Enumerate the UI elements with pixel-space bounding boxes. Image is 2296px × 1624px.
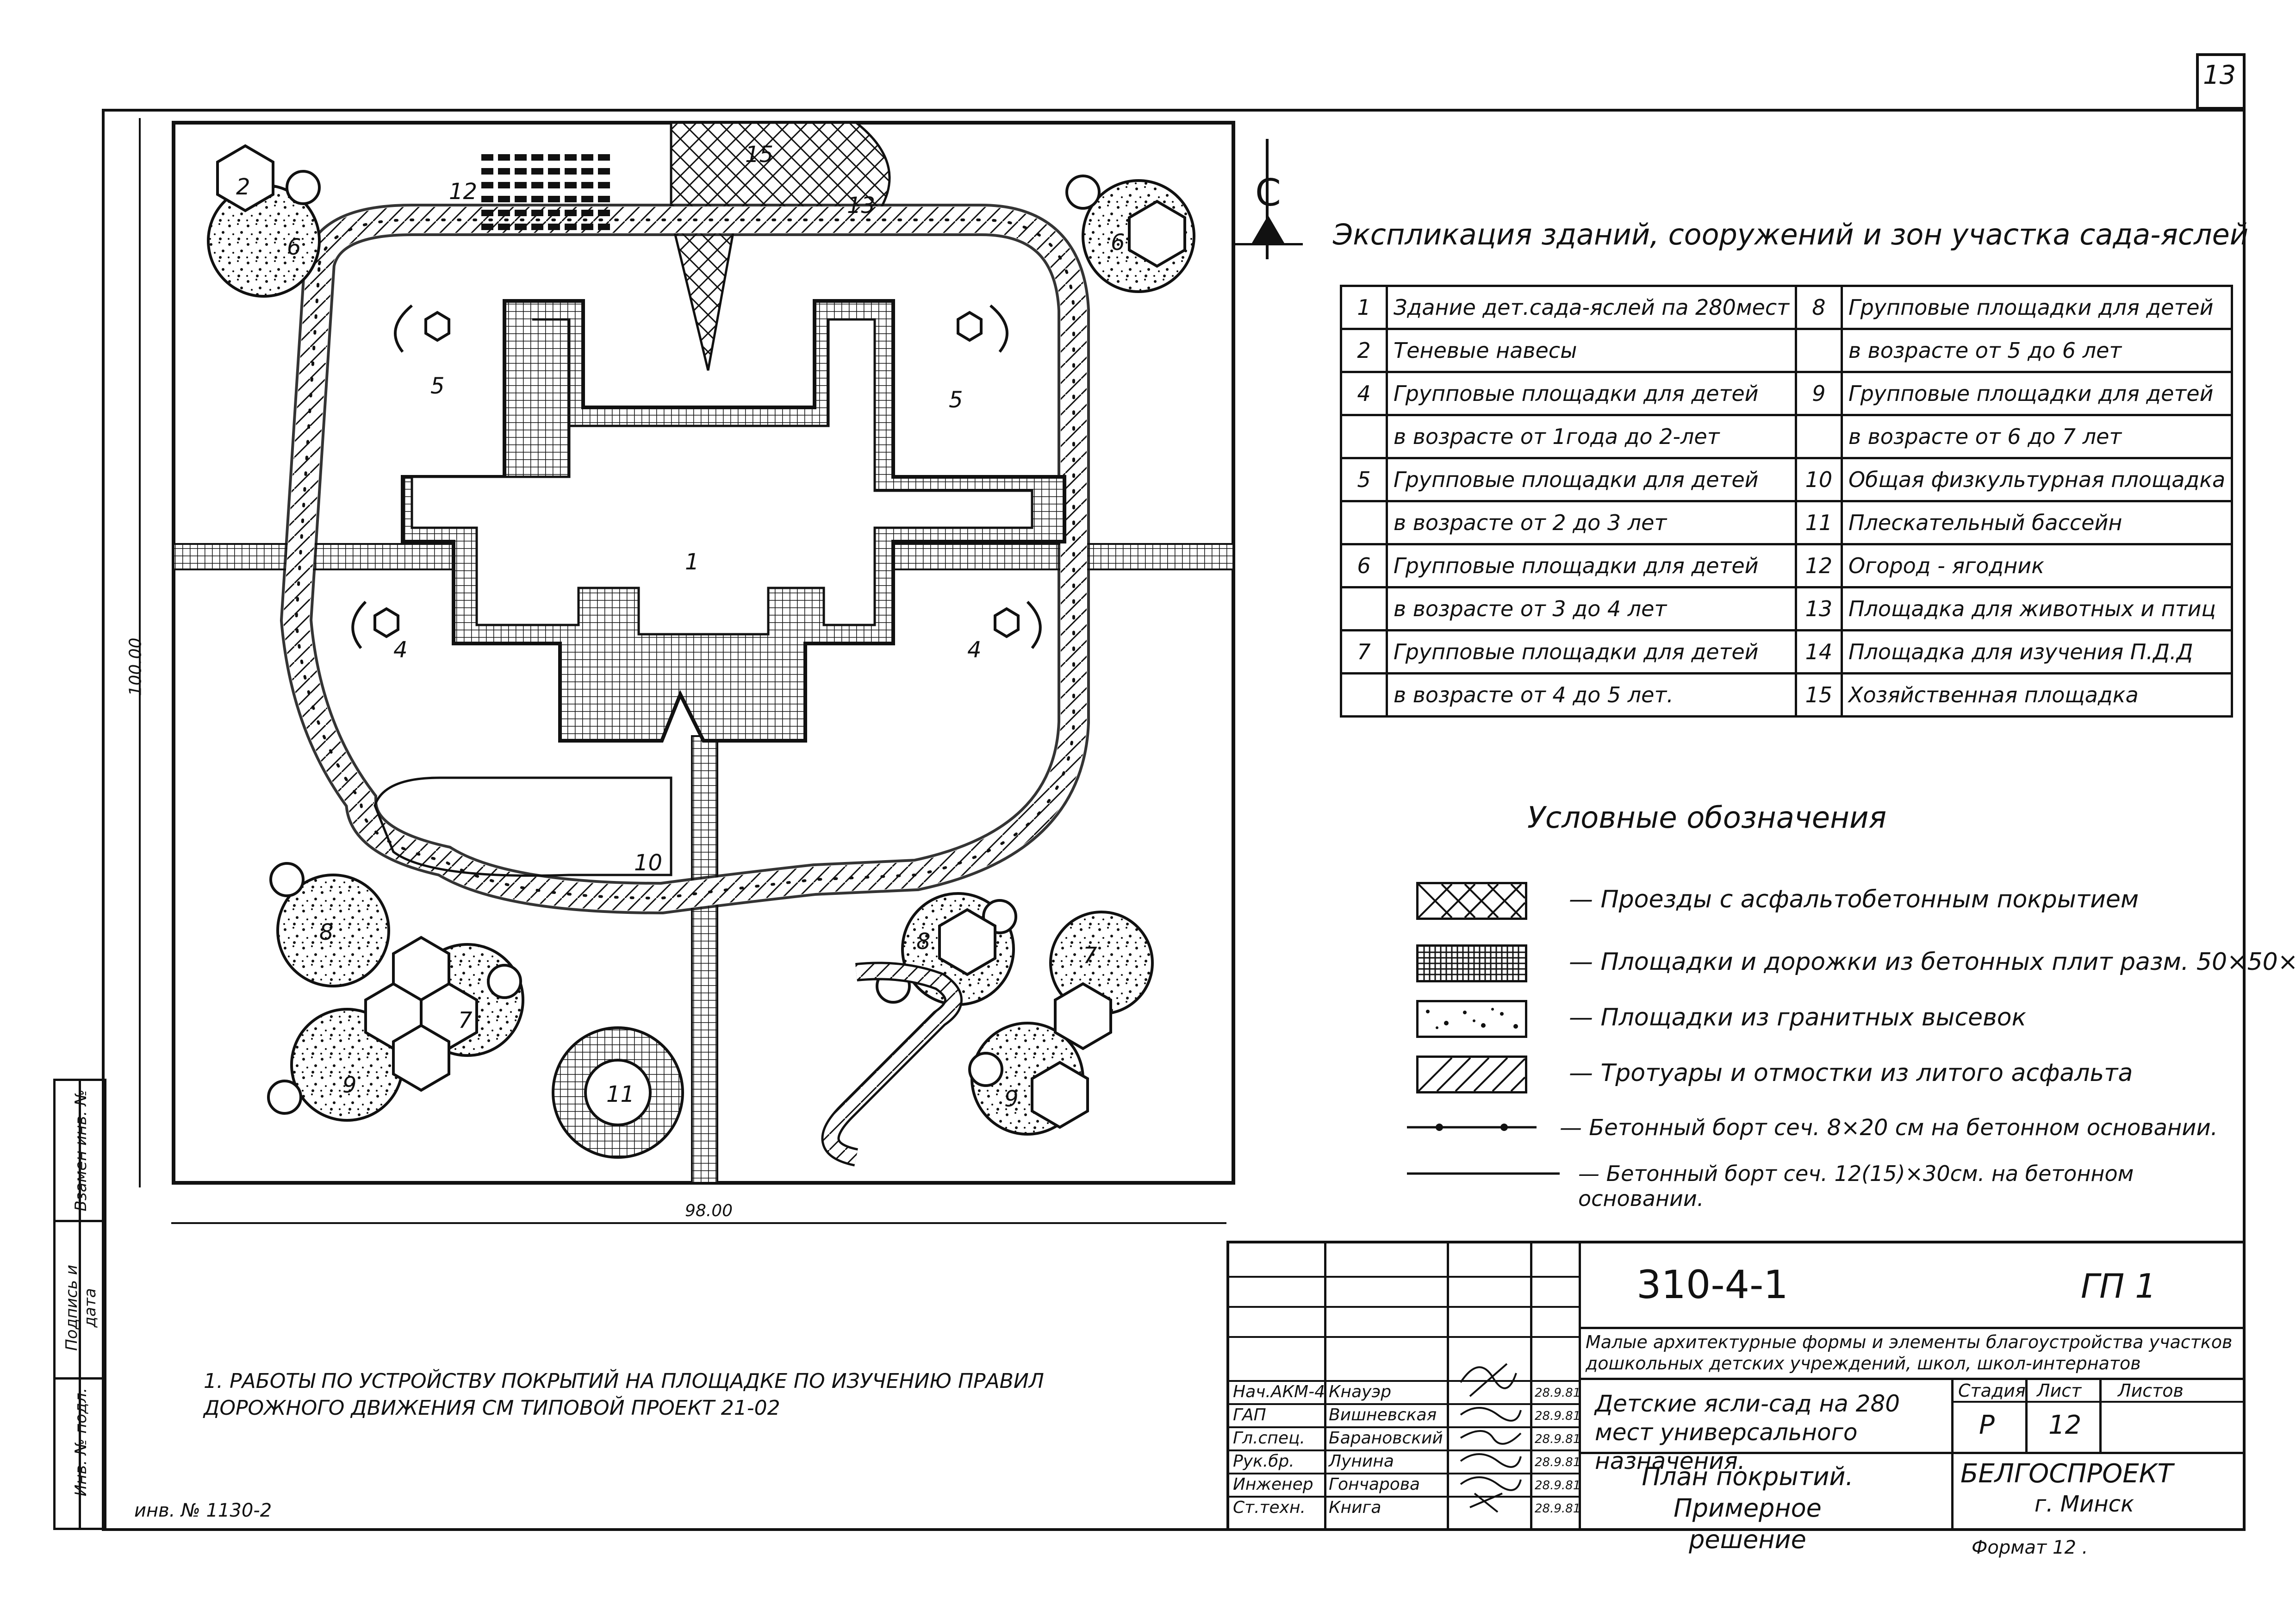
sheet-value: 12 <box>2048 1410 2082 1440</box>
format-label: Формат 12 . <box>1972 1537 2088 1558</box>
north-arrow-base <box>1233 243 1303 245</box>
table-row: в возрасте от 1года до 2-лет в возрасте … <box>1340 414 2234 459</box>
dim-horizontal-line <box>171 1222 1226 1224</box>
label-2: 2 <box>236 174 250 200</box>
table-row: 7 Групповые площадки для детей 14 Площад… <box>1340 629 2234 675</box>
legend-label: — Бетонный борт сеч. 12(15)×30см. на бет… <box>1578 1161 2134 1211</box>
table-row: 5 Групповые площадки для детей 10 Общая … <box>1340 457 2234 502</box>
sheet-number: 13 <box>2203 60 2236 90</box>
table-row: 2 Теневые навесы в возрасте от 5 до 6 ле… <box>1340 328 2234 373</box>
north-arrow <box>1266 139 1269 259</box>
explication-table: 1 Здание дет.сада-яслей па 280мест 8 Гру… <box>1340 285 2234 718</box>
label-12: 12 <box>449 179 477 205</box>
side-stamp-signature: Подпись и дата <box>62 1265 100 1351</box>
canopy-5-left <box>424 311 450 342</box>
label-13: 13 <box>847 193 875 219</box>
site-plan: 1 2 4 4 5 5 6 6 7 7 8 8 9 9 10 11 12 13 … <box>172 121 1235 1185</box>
side-stamp: Инв. № подл. Подпись и дата Взамен инв. … <box>53 1079 106 1530</box>
pool <box>584 1059 652 1126</box>
label-9-right: 9 <box>1004 1086 1019 1112</box>
series-title: Малые архитектурные формы и элементы бла… <box>1586 1332 2233 1374</box>
table-row: 4 Групповые площадки для детей 9 Группов… <box>1340 371 2234 416</box>
label-10: 10 <box>634 850 662 876</box>
signatures <box>1460 1363 1522 1513</box>
label-7-right: 7 <box>1083 943 1097 968</box>
drawing-frame <box>102 109 2246 1531</box>
dash-line-icon <box>1407 1172 1560 1175</box>
note: 1. Работы по устройству покрытий на площ… <box>204 1369 1044 1420</box>
legend-title: Условные обозначения <box>1527 801 1887 835</box>
sheet-header: Лист <box>2037 1380 2082 1401</box>
canopy-2-top-right <box>1128 200 1186 268</box>
label-1: 1 <box>685 549 699 575</box>
north-label: С <box>1255 171 1281 214</box>
table-row: в возрасте от 2 до 3 лет 11 Плескательны… <box>1340 500 2234 545</box>
diagonal-swatch-icon <box>1416 1056 1527 1093</box>
side-stamp-replace: Взамен инв. № <box>72 1089 90 1212</box>
playground-8-left <box>276 874 390 987</box>
drawing-name: План покрытий. Примерное решение <box>1642 1462 1854 1554</box>
legend-label: — Площадки из гранитных высевок <box>1569 1004 2026 1031</box>
explication-title: Экспликация зданий, сооружений и зон уча… <box>1333 218 2249 251</box>
label-5-left: 5 <box>430 373 445 399</box>
crosshatch-swatch-icon <box>1416 882 1527 920</box>
project-code: 310-4-1 <box>1636 1262 1788 1307</box>
label-9-left: 9 <box>342 1072 357 1098</box>
sheet-mark: ГП 1 <box>2081 1267 2156 1305</box>
canopy-2-right-bottom <box>1031 1061 1089 1129</box>
sports-ground <box>373 776 672 877</box>
label-8-right: 8 <box>916 929 931 955</box>
organization: БЕЛГОСПРОЕКТ <box>1960 1459 2173 1489</box>
dot-line-icon <box>1407 1124 1537 1131</box>
dots-swatch-icon <box>1416 1000 1527 1038</box>
inv-number: инв. № 1130-2 <box>134 1500 272 1521</box>
table-row: в возрасте от 3 до 4 лет 13 Площадка для… <box>1340 586 2234 631</box>
side-stamp-inv: Инв. № подл. <box>72 1387 90 1497</box>
label-6-right: 6 <box>1111 230 1125 256</box>
canopy-4-right <box>994 607 1020 638</box>
path-vertical <box>691 735 718 1184</box>
stage-header: Стадия <box>1958 1380 2026 1401</box>
label-15: 15 <box>745 142 773 168</box>
table-row: в возрасте от 4 до 5 лет. 15 Хозяйственн… <box>1340 672 2234 718</box>
label-4-left: 4 <box>393 637 408 663</box>
dim-height: 100.00 <box>126 637 145 696</box>
legend-label: — Бетонный борт сеч. 8×20 см на бетонном… <box>1560 1115 2218 1141</box>
label-6-left: 6 <box>287 234 301 260</box>
legend-label: — Площадки и дорожки из бетонных плит ра… <box>1569 948 2296 976</box>
canopy-2-right <box>938 908 996 976</box>
canopy-2-right-lower <box>1054 982 1112 1050</box>
city: г. Минск <box>2035 1491 2134 1517</box>
north-triangle-icon <box>1252 215 1284 243</box>
label-4-right: 4 <box>967 637 982 663</box>
label-5-right: 5 <box>949 387 963 413</box>
legend-label: — Тротуары и отмостки из литого асфальта <box>1569 1059 2133 1087</box>
object-name: Детские ясли-сад на 280 мест универсальн… <box>1595 1390 1900 1474</box>
canopy-5-right <box>957 311 983 342</box>
sheets-header: Листов <box>2118 1380 2184 1401</box>
canopy-4-left <box>373 607 399 638</box>
grid-swatch-icon <box>1416 944 1527 982</box>
label-7-left: 7 <box>458 1007 473 1033</box>
canopy-2-top-left <box>216 144 274 212</box>
title-block: Нач.АКМ-4 Кнауэр 28.9.81 ГАП Вишневская … <box>1226 1241 2246 1554</box>
label-11: 11 <box>606 1081 635 1107</box>
sheet-number-box <box>2196 53 2246 110</box>
table-row: 1 Здание дет.сада-яслей па 280мест 8 Гру… <box>1340 285 2234 330</box>
dim-vertical-line <box>139 118 141 1187</box>
legend-label: — Проезды с асфальтобетонным покрытием <box>1569 886 2139 913</box>
stage-value: Р <box>1979 1410 1995 1440</box>
label-8-left: 8 <box>319 919 334 945</box>
table-row: 6 Групповые площадки для детей 12 Огород… <box>1340 543 2234 588</box>
dim-width: 98.00 <box>685 1201 733 1220</box>
